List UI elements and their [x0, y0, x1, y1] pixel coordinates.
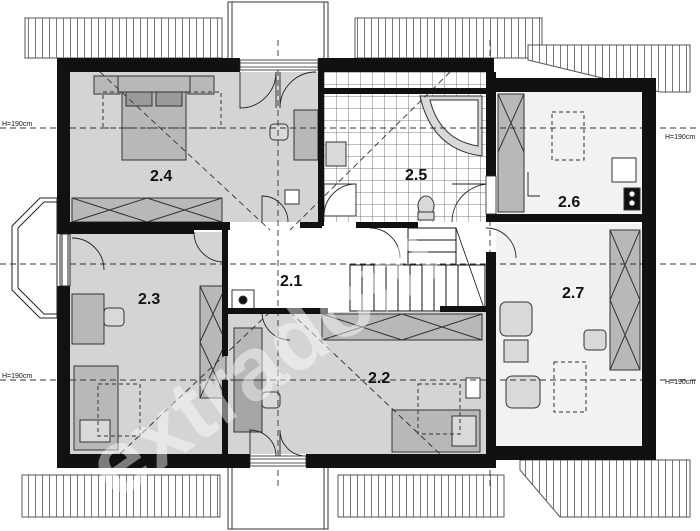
desk-2-3 [71, 293, 105, 345]
windows [239, 59, 497, 467]
furniture [71, 75, 641, 453]
height-note-right-top: H=190cm [665, 134, 695, 141]
door-swings [71, 71, 540, 457]
desk-2-4 [293, 109, 319, 161]
armchair-2-7-top [499, 301, 533, 337]
room-label-2-2: 2.2 [368, 370, 390, 387]
washbasin [325, 141, 347, 167]
bay-window [11, 197, 71, 319]
walls [57, 58, 656, 468]
staircase [349, 227, 486, 312]
room-label-2-6: 2.6 [558, 194, 580, 211]
room-label-2-7: 2.7 [562, 285, 584, 302]
room-labels: 2.4 2.5 2.6 2.3 2.1 2.7 2.2 [138, 167, 584, 387]
height-note-left-bottom: H=190cm [2, 373, 32, 380]
armchair-2-7-bottom [505, 375, 541, 409]
chair-2-7 [583, 329, 607, 351]
appliance-2-6 [611, 157, 637, 183]
chair-2-4 [269, 123, 289, 141]
height-note-left-top: H=190cm [2, 121, 32, 128]
room-label-2-4: 2.4 [150, 168, 172, 185]
height-notes: H=190cm H=190cm H=190cm H=190cm [2, 121, 695, 386]
chair-2-3 [103, 307, 125, 327]
closet-2-6 [497, 93, 525, 213]
wardrobe-2-7 [609, 229, 641, 371]
room-label-2-3: 2.3 [138, 291, 160, 308]
chair-2-2 [261, 391, 281, 409]
roof-overhang [21, 17, 691, 518]
height-note-right-bottom: H=190cm [665, 379, 695, 386]
wardrobe-2-4 [71, 197, 223, 223]
wardrobe-2-2 [321, 313, 483, 341]
wardrobe-2-3 [199, 285, 227, 399]
shower-corner [323, 183, 357, 217]
room-label-2-5: 2.5 [405, 167, 427, 184]
room-2-4-floor [70, 72, 320, 222]
room-label-2-1: 2.1 [280, 273, 302, 290]
